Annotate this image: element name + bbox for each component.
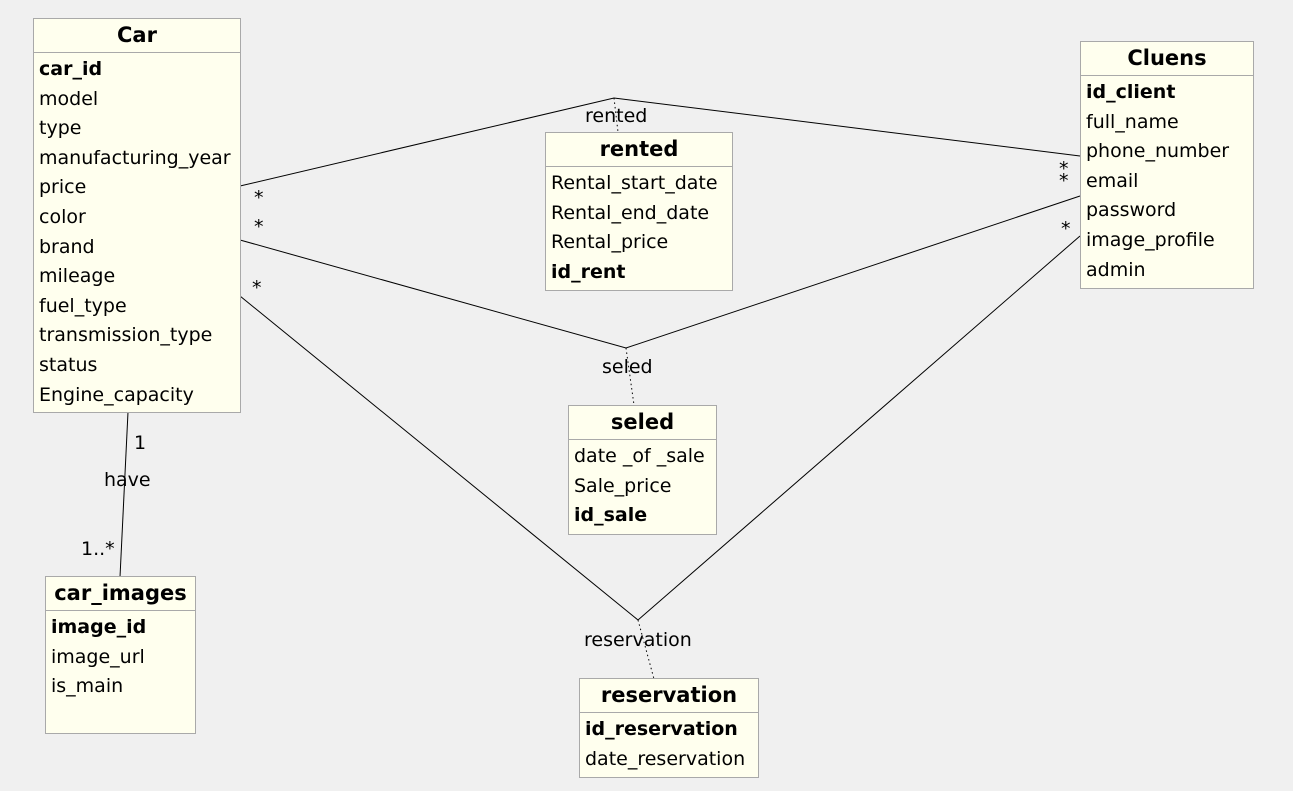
mult-rented-client: * xyxy=(1059,158,1069,180)
attribute-cluens-0: id_client xyxy=(1086,81,1176,103)
mult-have-images: 1..* xyxy=(81,538,115,560)
attribute-car-8: fuel_type xyxy=(39,294,127,317)
rented-connector-dotted xyxy=(613,97,619,133)
have-association-line xyxy=(119,411,129,578)
attribute-car-0: car_id xyxy=(39,58,103,80)
attribute-seled-1: Sale_price xyxy=(574,474,672,497)
entity-car-images[interactable]: car_images image_id image_url is_main xyxy=(45,576,196,734)
relation-label-have: have xyxy=(104,469,151,491)
attribute-car-3: manufacturing_year xyxy=(39,146,231,169)
attribute-car-9: transmission_type xyxy=(39,324,213,347)
entity-reservation[interactable]: reservation id_reservation date_reservati… xyxy=(579,678,759,778)
attribute-car-11: Engine_capacity xyxy=(39,383,194,406)
attribute-car-7: mileage xyxy=(39,265,116,288)
attribute-cluens-2: phone_number xyxy=(1086,140,1230,163)
attribute-car-6: brand xyxy=(39,235,95,258)
mult-have-car: 1 xyxy=(134,432,147,454)
entity-reservation-attributes: id_reservation date_reservation xyxy=(580,713,758,774)
attribute-rented-2: Rental_price xyxy=(551,231,669,254)
attribute-seled-0: date _of _sale xyxy=(574,445,705,467)
relation-label-rented: rented xyxy=(585,105,648,127)
attribute-rented-3: id_rent xyxy=(551,260,626,283)
mult-reservation-client: * xyxy=(1061,218,1071,240)
attribute-reservation-0: id_reservation xyxy=(585,718,738,740)
attribute-rented-0: Rental_start_date xyxy=(551,172,718,194)
entity-car-title: Car xyxy=(34,19,240,53)
attribute-car-images-1: image_url xyxy=(51,645,145,668)
attribute-rented-1: Rental_end_date xyxy=(551,201,710,224)
entity-rented-title: rented xyxy=(546,133,732,167)
attribute-car-5: color xyxy=(39,205,86,228)
attribute-reservation-1: date_reservation xyxy=(585,747,746,770)
attribute-cluens-6: admin xyxy=(1086,258,1146,281)
attribute-car-10: status xyxy=(39,353,98,376)
attribute-cluens-4: password xyxy=(1086,199,1177,222)
attribute-car-images-2: is_main xyxy=(51,675,124,698)
attribute-car-images-0: image_id xyxy=(51,616,147,638)
attribute-cluens-1: full_name xyxy=(1086,110,1179,133)
attribute-seled-2: id_sale xyxy=(574,504,648,527)
mult-seled-car: * xyxy=(254,216,264,238)
attribute-cluens-5: image_profile xyxy=(1086,228,1215,251)
mult-rented-car: * xyxy=(254,187,264,209)
seled-connector-dotted xyxy=(625,347,635,406)
mult-reservation-car: * xyxy=(252,277,262,299)
entity-cluens-title: Cluens xyxy=(1081,42,1253,76)
entity-seled-title: seled xyxy=(569,406,716,440)
relation-label-seled: seled xyxy=(602,356,653,378)
entity-reservation-title: reservation xyxy=(580,679,758,713)
entity-car-images-title: car_images xyxy=(46,577,195,611)
entity-car-images-attributes: image_id image_url is_main xyxy=(46,611,195,702)
relation-label-reservation: reservation xyxy=(584,629,692,651)
reservation-connector-dotted xyxy=(637,619,655,680)
attribute-car-2: type xyxy=(39,117,82,140)
mult-seled-client: * xyxy=(1059,170,1069,192)
attribute-cluens-3: email xyxy=(1086,169,1139,192)
attribute-car-1: model xyxy=(39,87,99,110)
attribute-car-4: price xyxy=(39,176,87,199)
